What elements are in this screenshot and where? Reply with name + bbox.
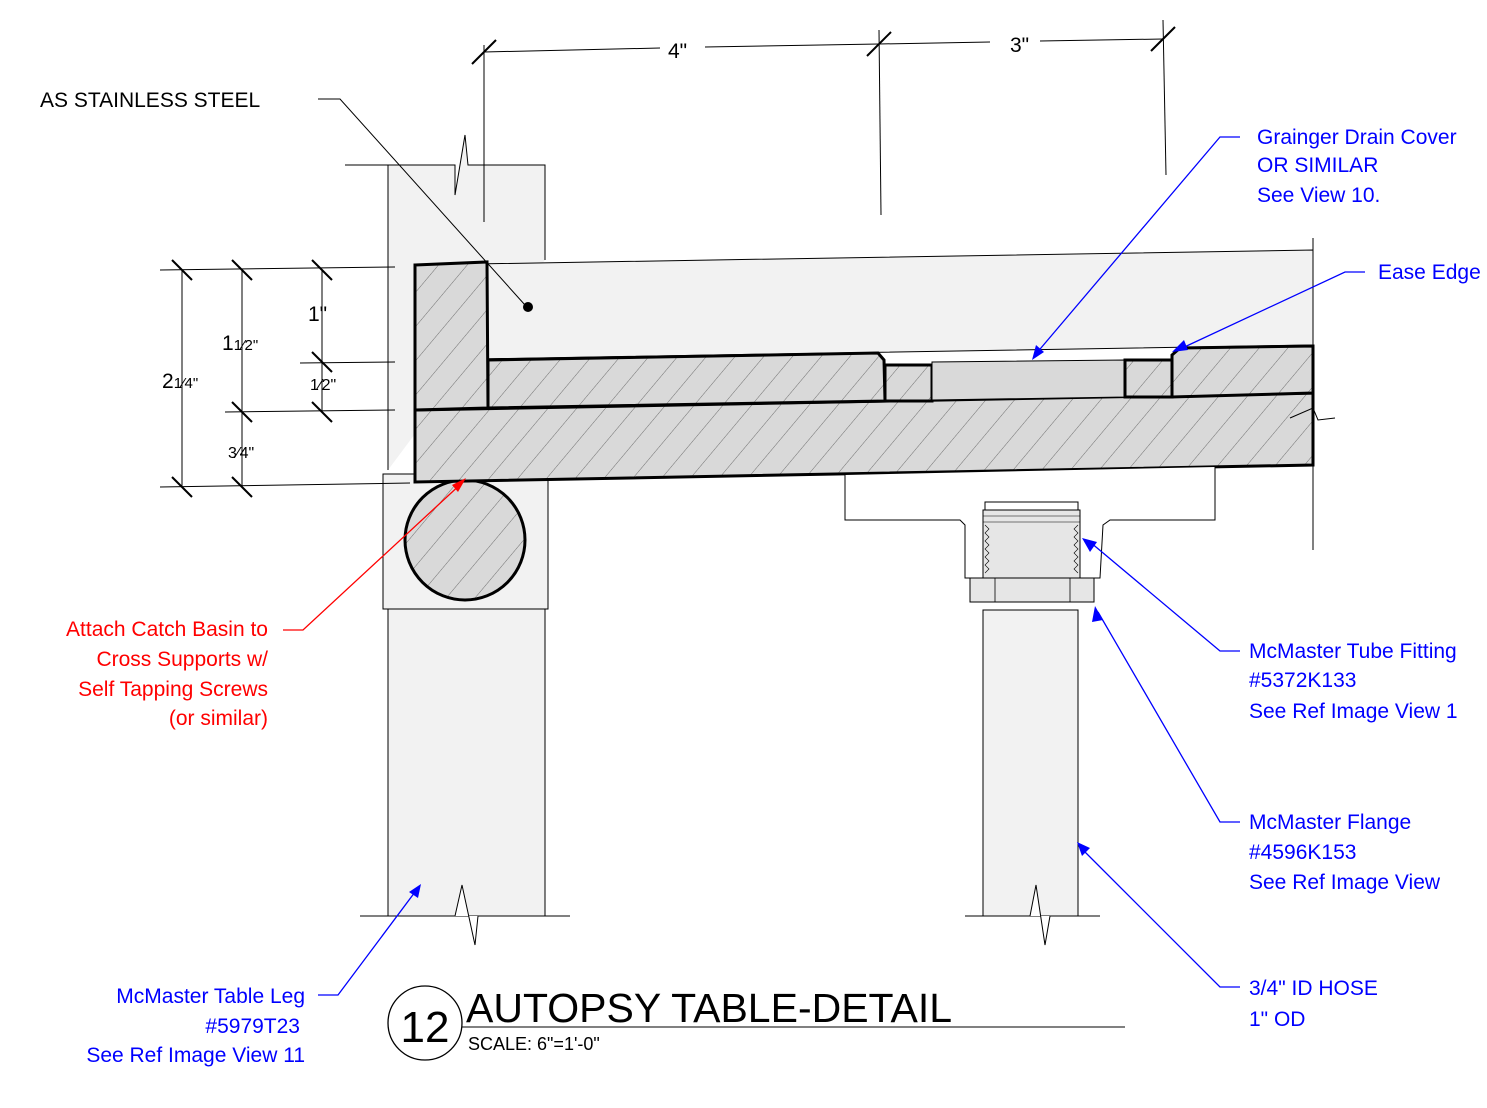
view-number: 12 xyxy=(401,1003,450,1052)
dim-upper-frac: 1⁄2" xyxy=(234,337,259,354)
dim-total-whole: 2 xyxy=(162,370,174,393)
flange-note-3: See Ref Image View xyxy=(1249,871,1441,894)
left-wall-section xyxy=(413,260,490,412)
tube-note-3: See Ref Image View 1 xyxy=(1249,700,1458,723)
dim-one-inch: 1" xyxy=(308,303,327,326)
catch-note-4: (or similar) xyxy=(169,707,268,730)
top-layer-right xyxy=(1170,344,1315,399)
drain-cover xyxy=(931,359,1126,401)
blue-leaders xyxy=(318,136,1365,996)
leg-note-3: See Ref Image View 11 xyxy=(86,1044,305,1067)
dim-top-right: 3" xyxy=(1010,34,1029,57)
left-dimension-lines xyxy=(159,259,411,498)
dim-three-quarter: 3⁄4" xyxy=(228,445,254,462)
top-dimension-lines xyxy=(471,19,1176,222)
stainless-leader xyxy=(318,98,533,312)
dim-upper-height: 11⁄2" xyxy=(222,332,258,355)
flange xyxy=(969,577,1095,603)
hose-note-1: 3/4" ID HOSE xyxy=(1249,977,1378,1000)
drawing-scale: SCALE: 6"=1'-0" xyxy=(468,1034,600,1054)
dim-total-height: 21⁄4" xyxy=(162,370,198,393)
dim-top-left: 4" xyxy=(668,40,687,63)
flange-note-2: #4596K153 xyxy=(1249,841,1356,864)
top-layer-left xyxy=(486,351,887,410)
drain-note-3: See View 10. xyxy=(1257,184,1380,207)
left-leg-lower xyxy=(360,608,570,946)
view-number-bubble xyxy=(387,985,463,1061)
ease-edge-note: Ease Edge xyxy=(1378,261,1481,284)
stainless-label: AS STAINLESS STEEL xyxy=(40,89,260,112)
drain-note-2: OR SIMILAR xyxy=(1257,154,1378,177)
dim-upper-whole: 1 xyxy=(222,332,234,355)
leg-note-1: McMaster Table Leg xyxy=(116,985,305,1008)
flange-note-1: McMaster Flange xyxy=(1249,811,1411,834)
catch-note-1: Attach Catch Basin to xyxy=(66,618,268,641)
title-block xyxy=(387,985,1125,1061)
hose xyxy=(965,609,1100,946)
drain-block-left xyxy=(883,363,934,403)
catch-note-2: Cross Supports w/ xyxy=(96,648,268,671)
tube-note-2: #5372K133 xyxy=(1249,669,1356,692)
leg-note-2: #5979T23 xyxy=(205,1015,300,1038)
hose-note-2: 1" OD xyxy=(1249,1008,1305,1031)
tube-note-1: McMaster Tube Fitting xyxy=(1249,640,1457,663)
drain-block-right xyxy=(1123,358,1174,399)
catch-note-3: Self Tapping Screws xyxy=(78,678,268,701)
dim-total-frac: 1⁄4" xyxy=(174,375,199,392)
drawing-title: AUTOPSY TABLE-DETAIL xyxy=(466,985,952,1031)
table-top-surface xyxy=(414,249,1314,361)
tube-fitting xyxy=(982,509,1081,579)
round-cross-support xyxy=(403,478,527,602)
dim-half-inch: 1⁄2" xyxy=(310,377,336,394)
drain-note-1: Grainger Drain Cover xyxy=(1257,126,1457,149)
blue-arrowheads xyxy=(409,340,1188,898)
red-leader xyxy=(283,478,466,631)
